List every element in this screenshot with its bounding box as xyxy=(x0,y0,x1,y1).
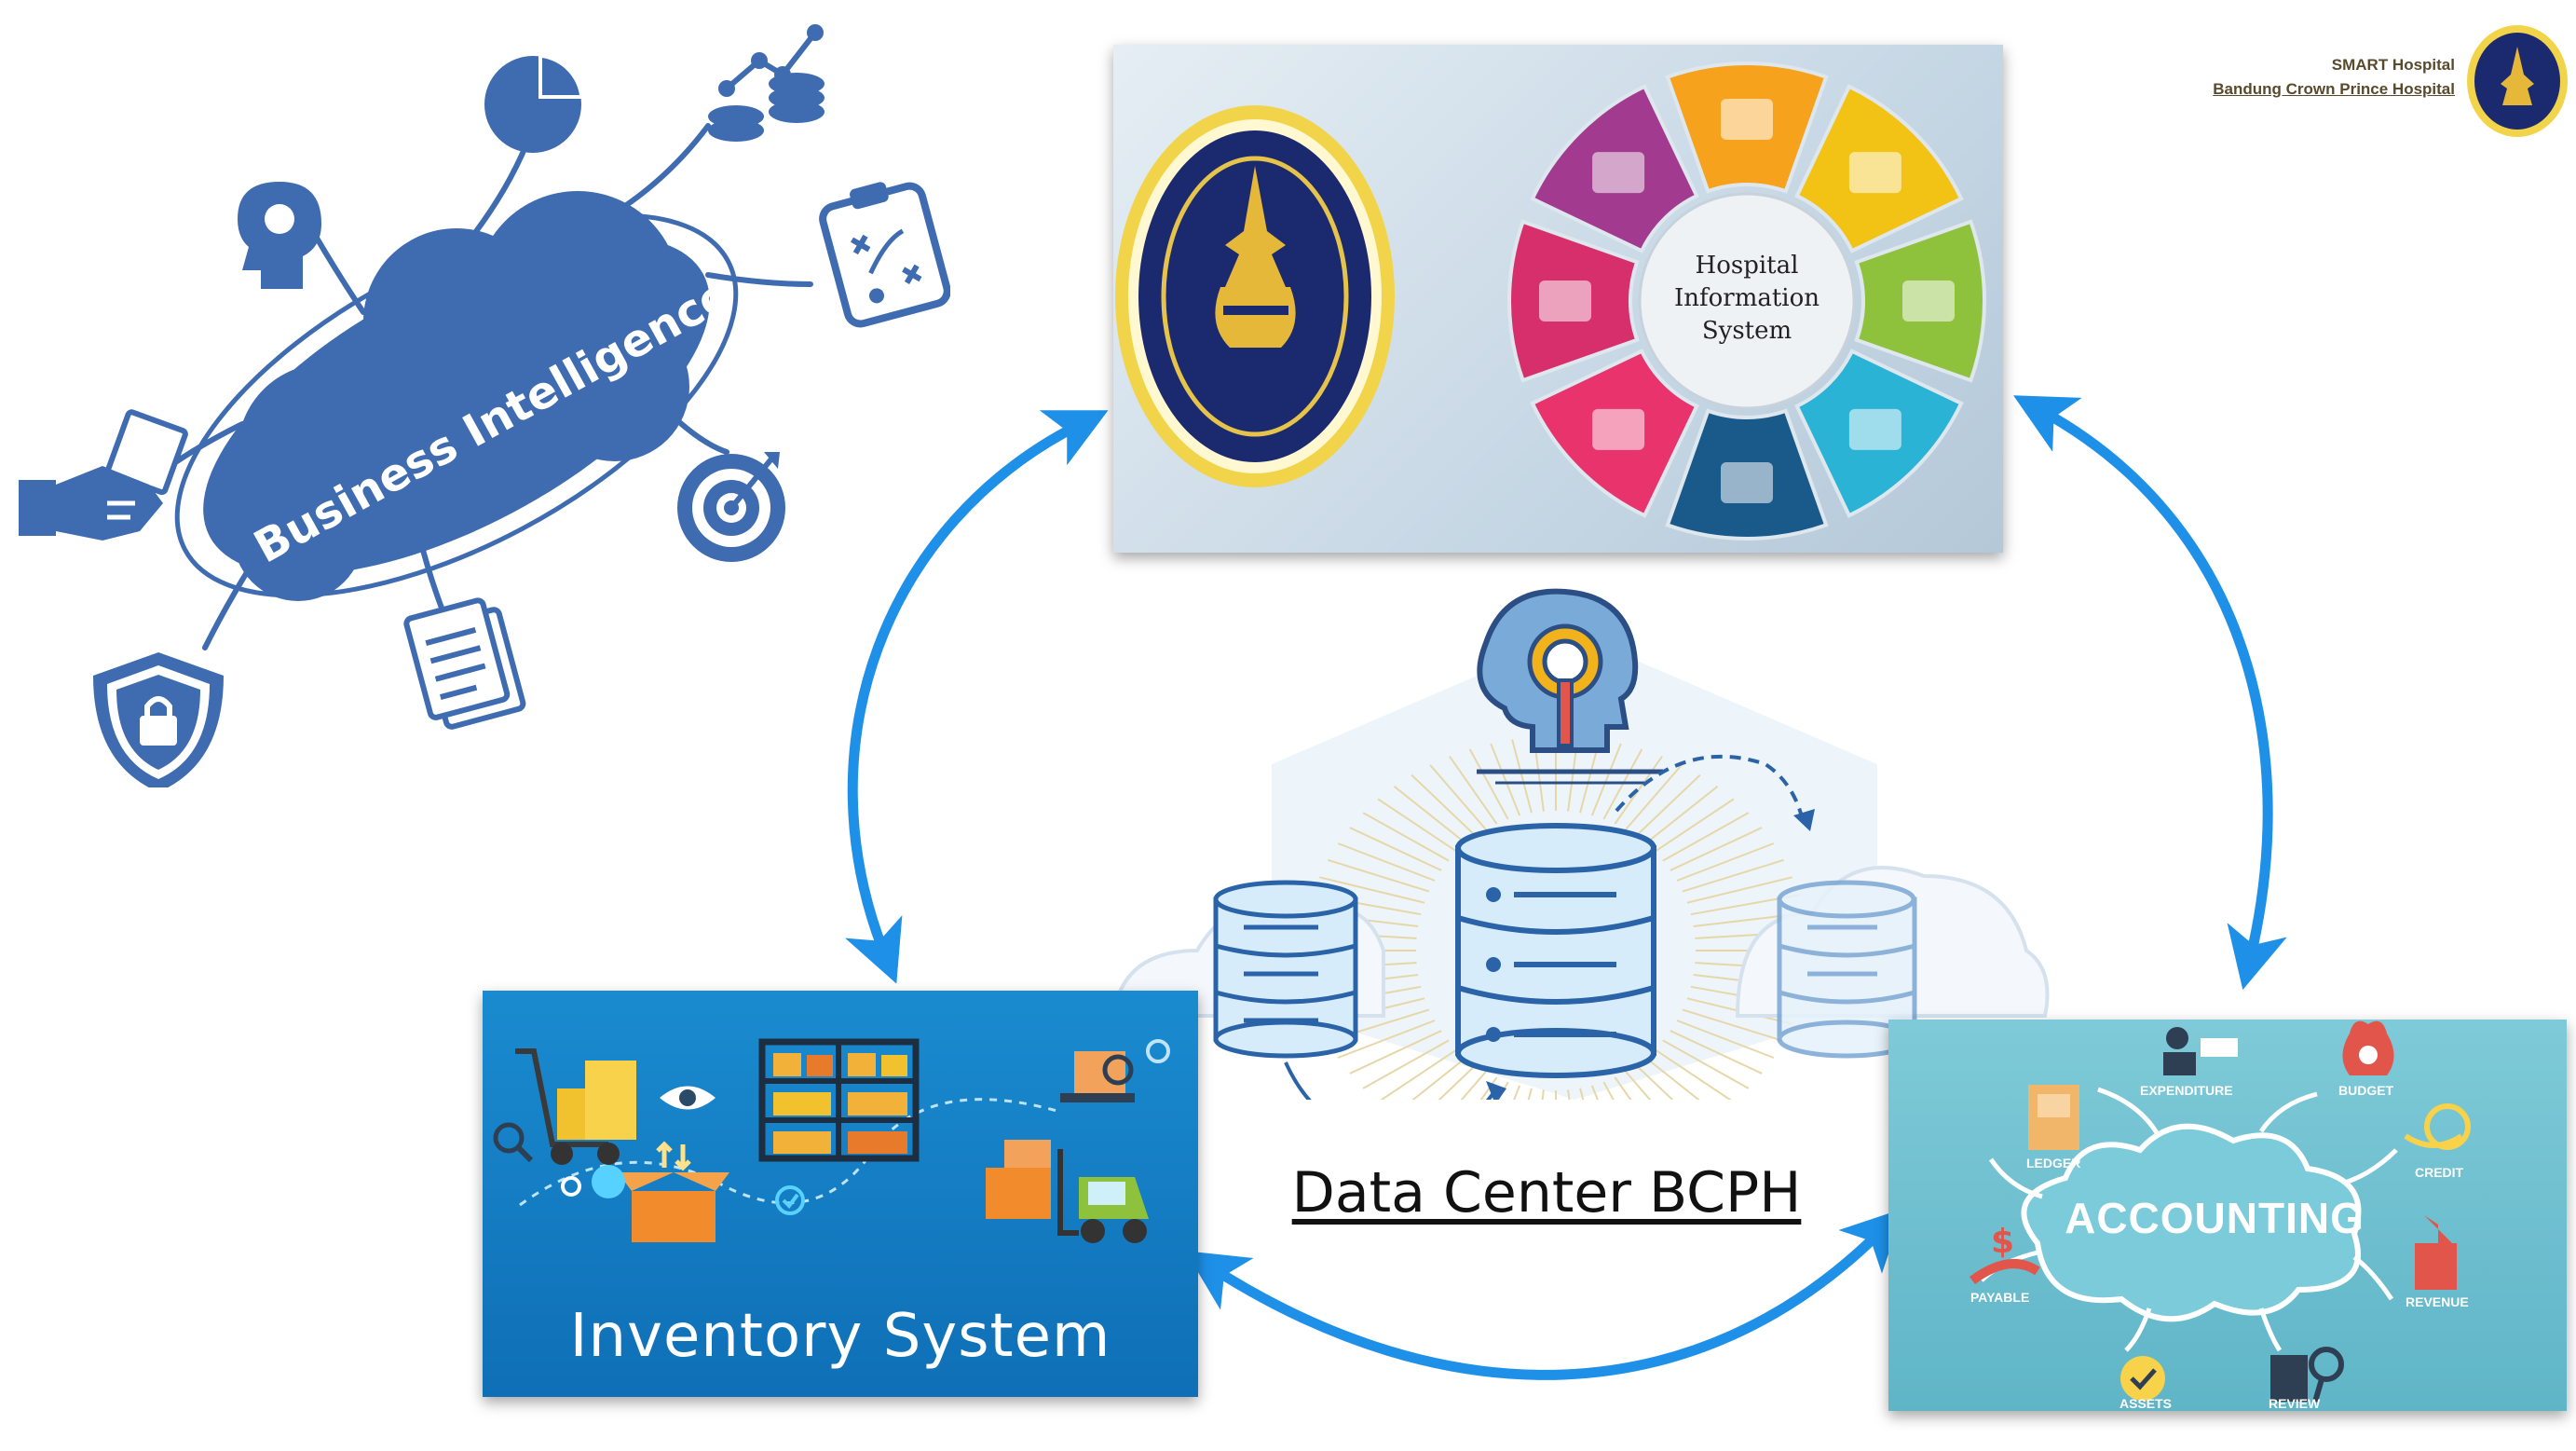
data-center-graphic xyxy=(1111,588,2050,1100)
shield-lock-icon xyxy=(93,652,224,787)
acc-label-payable: Payable xyxy=(1970,1290,2030,1305)
inventory-system-panel: Inventory System xyxy=(483,991,1198,1397)
right-database-icon xyxy=(1777,880,1917,1059)
warehouse-shelf-icon xyxy=(758,1038,920,1162)
hospital-information-system-panel: Hospital Information System xyxy=(1113,45,2003,553)
his-segment-illustration xyxy=(1721,462,1773,503)
eye-icon xyxy=(660,1086,716,1110)
svg-text:$: $ xyxy=(1991,1223,2014,1261)
acc-label-assets: Assets xyxy=(2119,1396,2173,1411)
bi-cloud xyxy=(203,191,710,601)
accounting-cloud xyxy=(2021,1123,2362,1322)
forklift-icon xyxy=(986,1140,1149,1243)
his-title-line1: Hospital xyxy=(1696,252,1799,280)
arrow-his-inventory xyxy=(845,410,1109,984)
brand-line1: SMART Hospital xyxy=(2331,56,2455,74)
data-center-label: Data Center BCPH xyxy=(1291,1160,1802,1225)
his-segment-illustration xyxy=(1848,152,1901,194)
accounting-graphic: $ xyxy=(1969,1020,2471,1403)
his-segment-illustration xyxy=(1848,408,1901,450)
hospital-seal-small-icon xyxy=(2467,25,2568,137)
acc-label-expenditure: Expenditure xyxy=(2140,1083,2233,1098)
handshake-icon xyxy=(19,409,188,541)
arrow-his-accounting xyxy=(2013,395,2287,991)
brand-line2-text: Bandung Crown Prince Hospital xyxy=(2213,80,2455,98)
target-icon xyxy=(677,452,785,562)
ledger-icon xyxy=(2028,1085,2079,1150)
documents-icon xyxy=(403,597,526,730)
assets-icon xyxy=(2120,1356,2165,1401)
acc-label-review: Review xyxy=(2269,1396,2321,1411)
shipment-icon xyxy=(1060,1039,1170,1102)
brand-line2: Bandung Crown Prince Hospital xyxy=(2213,80,2455,99)
hand-truck-icon xyxy=(515,1048,636,1165)
analytics-head-icon xyxy=(1477,588,1663,785)
hospital-seal-icon xyxy=(1115,105,1395,487)
his-segment-illustration xyxy=(1539,281,1591,322)
review-icon xyxy=(2270,1347,2344,1403)
idea-head-icon xyxy=(238,182,321,289)
acc-label-revenue: Revenue xyxy=(2406,1294,2469,1309)
pie-chart-icon xyxy=(484,56,581,153)
accounting-panel: $ ACCOUNTING Expenditure Budget Ledger C… xyxy=(1888,1020,2567,1411)
his-segment-illustration xyxy=(1721,99,1773,140)
budget-icon xyxy=(2342,1020,2394,1075)
main-database-icon xyxy=(1455,823,1656,1078)
inventory-system-title: Inventory System xyxy=(569,1302,1111,1371)
revenue-icon xyxy=(2415,1215,2457,1290)
left-database-icon xyxy=(1213,880,1358,1059)
his-segment-illustration xyxy=(1902,281,1955,322)
his-segment-illustration xyxy=(1592,408,1645,450)
arrow-inventory-accounting xyxy=(1185,1208,1904,1380)
acc-label-ledger: Ledger xyxy=(2026,1156,2081,1170)
expenditure-icon xyxy=(2163,1027,2238,1075)
acc-label-budget: Budget xyxy=(2338,1083,2394,1098)
payable-icon: $ xyxy=(1969,1223,2040,1285)
his-title-line2: Information xyxy=(1674,284,1820,312)
credit-icon xyxy=(2404,1103,2471,1150)
acc-label-credit: Credit xyxy=(2415,1165,2464,1180)
inventory-graphic xyxy=(493,1038,1170,1243)
strategy-board-icon xyxy=(819,182,950,328)
his-graphic: Hospital Information System xyxy=(1115,62,1986,541)
brand-logo: SMART Hospital Bandung Crown Prince Hosp… xyxy=(2143,19,2571,140)
his-wheel: Hospital Information System xyxy=(1507,62,1986,541)
magnifier-icon xyxy=(493,1122,534,1163)
open-box-icon xyxy=(618,1141,729,1242)
business-intelligence-graphic: Business Intelligence xyxy=(19,24,950,787)
his-title-line3: System xyxy=(1702,317,1792,345)
coins-graph-icon xyxy=(708,24,825,142)
accounting-title: ACCOUNTING xyxy=(2065,1194,2365,1242)
his-segment-illustration xyxy=(1592,152,1645,194)
